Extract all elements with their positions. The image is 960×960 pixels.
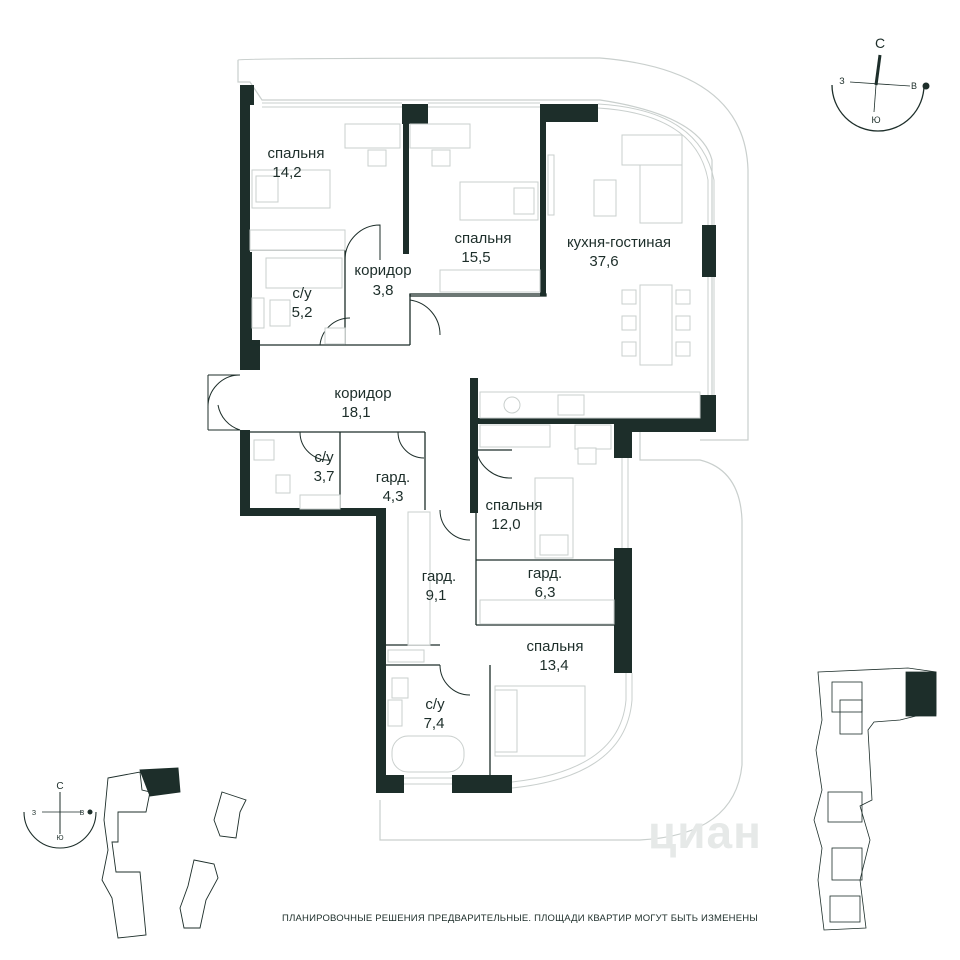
room-name-wardrobe-1: гард. <box>376 469 410 486</box>
compass-small-south: Ю <box>56 835 63 842</box>
room-name-bedroom-4: спальня <box>527 638 584 655</box>
room-name-wardrobe-2: гард. <box>422 568 456 585</box>
room-area-wardrobe-1: 4,3 <box>383 488 404 505</box>
room-labels: спальня 14,2 спальня 15,5 кухня-гостиная… <box>268 145 672 732</box>
room-name-wardrobe-3: гард. <box>528 565 562 582</box>
room-area-corridor-main: 18,1 <box>341 404 370 421</box>
room-name-corridor-small: коридор <box>354 262 411 279</box>
room-area-bedroom-4: 13,4 <box>539 657 568 674</box>
room-name-bathroom-3: с/у <box>425 696 445 713</box>
room-name-bedroom-2: спальня <box>455 230 512 247</box>
room-name-bathroom-2: с/у <box>314 449 334 466</box>
room-area-corridor-small: 3,8 <box>373 282 394 299</box>
room-area-bedroom-3: 12,0 <box>491 516 520 533</box>
room-area-wardrobe-2: 9,1 <box>426 587 447 604</box>
compass-large: С З В Ю <box>831 35 930 132</box>
compass-large-east: В <box>911 81 917 91</box>
room-area-bedroom-2: 15,5 <box>461 249 490 266</box>
compass-small: С З В Ю <box>23 781 97 849</box>
compass-large-west: З <box>839 76 844 86</box>
room-area-bathroom-2: 3,7 <box>314 468 335 485</box>
compass-small-west: З <box>32 810 36 817</box>
building-plan <box>813 667 937 931</box>
site-plan <box>101 767 247 939</box>
windows <box>262 102 715 789</box>
room-area-bathroom-1: 5,2 <box>292 304 313 321</box>
room-name-corridor-main: коридор <box>334 385 391 402</box>
room-area-bathroom-3: 7,4 <box>424 715 445 732</box>
room-name-bedroom-3: спальня <box>486 497 543 514</box>
disclaimer-text: ПЛАНИРОВОЧНЫЕ РЕШЕНИЯ ПРЕДВАРИТЕЛЬНЫЕ. П… <box>282 913 758 924</box>
room-name-bathroom-1: с/у <box>292 285 312 302</box>
room-name-kitchen-living: кухня-гостиная <box>567 234 671 251</box>
terrace-outline <box>237 60 743 841</box>
walls <box>240 85 716 793</box>
furniture <box>249 123 701 773</box>
compass-large-south: Ю <box>871 115 880 125</box>
room-area-wardrobe-3: 6,3 <box>535 584 556 601</box>
compass-small-north: С <box>56 781 63 792</box>
room-area-bedroom-1: 14,2 <box>272 164 301 181</box>
doors <box>207 224 513 696</box>
terrace-outline-2 <box>237 57 749 441</box>
room-area-kitchen-living: 37,6 <box>589 253 618 270</box>
compass-small-east: В <box>80 810 85 817</box>
watermark: циан <box>648 806 762 858</box>
compass-large-north: С <box>875 35 885 51</box>
room-name-bedroom-1: спальня <box>268 145 325 162</box>
